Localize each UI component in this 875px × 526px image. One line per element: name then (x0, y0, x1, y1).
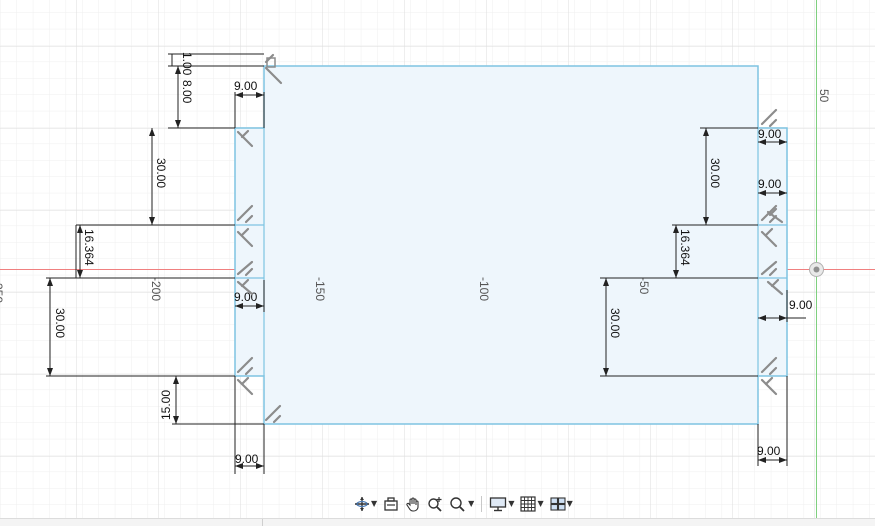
look-at-icon (384, 497, 398, 511)
constraint-icon (236, 227, 254, 248)
orbit-button[interactable]: ▼ (352, 493, 379, 515)
dim-30-right-top[interactable]: 30.00 (708, 158, 722, 188)
axis-label-x-m50: -50 (637, 277, 651, 295)
chevron-down-icon: ▼ (537, 499, 544, 508)
dimension-arrows (47, 66, 787, 469)
constraint-icon (236, 129, 254, 148)
orbit-icon (355, 497, 369, 511)
pan-button[interactable] (403, 493, 423, 515)
dim-15-left[interactable]: 15.00 (159, 390, 173, 420)
constraint-icon (766, 207, 784, 224)
chevron-down-icon: ▼ (508, 499, 515, 508)
viewports-icon (550, 497, 566, 511)
chevron-down-icon: ▼ (566, 499, 573, 508)
dim-30-left-bottom[interactable]: 30.00 (53, 308, 67, 338)
dim-9-right-a[interactable]: 9.00 (758, 127, 782, 141)
axis-label-x-m100: -100 (477, 277, 491, 301)
axis-label-x-m200: -200 (149, 277, 163, 301)
display-settings-icon (490, 497, 507, 512)
status-bar (0, 518, 875, 526)
dim-9-top[interactable]: 9.00 (234, 79, 258, 93)
sketch-profile[interactable] (234, 65, 788, 425)
constraint-icon (760, 260, 778, 277)
tab-separators (235, 128, 787, 376)
constraint-icon (236, 260, 254, 277)
dim-1[interactable]: 1.00 (180, 52, 194, 76)
status-bar-divider (262, 519, 263, 526)
fit-button[interactable]: ▼ (447, 493, 476, 515)
dim-9-bottom-left[interactable]: 9.00 (235, 452, 259, 466)
fix-constraint-icon (266, 57, 276, 68)
navigation-toolbar: ▼ ▼ ▼ (352, 492, 588, 516)
constraint-icon (766, 278, 784, 296)
constraint-icon (264, 404, 282, 424)
dim-9-bottom-right[interactable]: 9.00 (757, 444, 781, 458)
viewports-button[interactable]: ▼ (548, 493, 575, 515)
constraint-glyphs (236, 53, 784, 424)
dim-16-left[interactable]: 16.364 (82, 229, 96, 266)
toolbar-divider (481, 496, 483, 512)
display-settings-button[interactable]: ▼ (487, 493, 516, 515)
look-at-button[interactable] (381, 493, 401, 515)
axis-labels: -200 -150 -100 -50 50 250 (0, 89, 831, 303)
dim-9-right-c[interactable]: 9.00 (789, 298, 813, 312)
axis-label-y-50: 50 (817, 89, 831, 103)
fit-icon (450, 497, 465, 512)
constraint-icon (760, 376, 778, 396)
axis-label-x-m150: -150 (313, 277, 327, 301)
constraint-icon (236, 376, 254, 396)
constraint-icon (760, 356, 778, 376)
constraint-icon (760, 108, 778, 128)
zoom-icon (428, 497, 442, 512)
dim-9-mid-left[interactable]: 9.00 (234, 290, 258, 304)
dim-30-left-top[interactable]: 30.00 (154, 158, 168, 188)
zoom-button[interactable] (425, 493, 445, 515)
axis-label-x-cut-left: 250 (0, 283, 5, 303)
dim-8[interactable]: 8.00 (180, 80, 194, 104)
dim-30-right-bottom[interactable]: 30.00 (608, 308, 622, 338)
pan-icon (406, 497, 419, 512)
dim-9-right-b[interactable]: 9.00 (758, 177, 782, 191)
grid-settings-icon (520, 496, 537, 512)
chevron-down-icon: ▼ (468, 499, 475, 508)
origin-point[interactable] (809, 262, 824, 277)
grid-settings-button[interactable]: ▼ (518, 493, 545, 515)
dim-16-right[interactable]: 16.364 (678, 229, 692, 266)
constraint-icon (236, 204, 254, 224)
constraint-icon (760, 227, 778, 248)
constraint-icon (236, 356, 254, 376)
constraint-icon (236, 278, 254, 296)
chevron-down-icon: ▼ (371, 499, 378, 508)
